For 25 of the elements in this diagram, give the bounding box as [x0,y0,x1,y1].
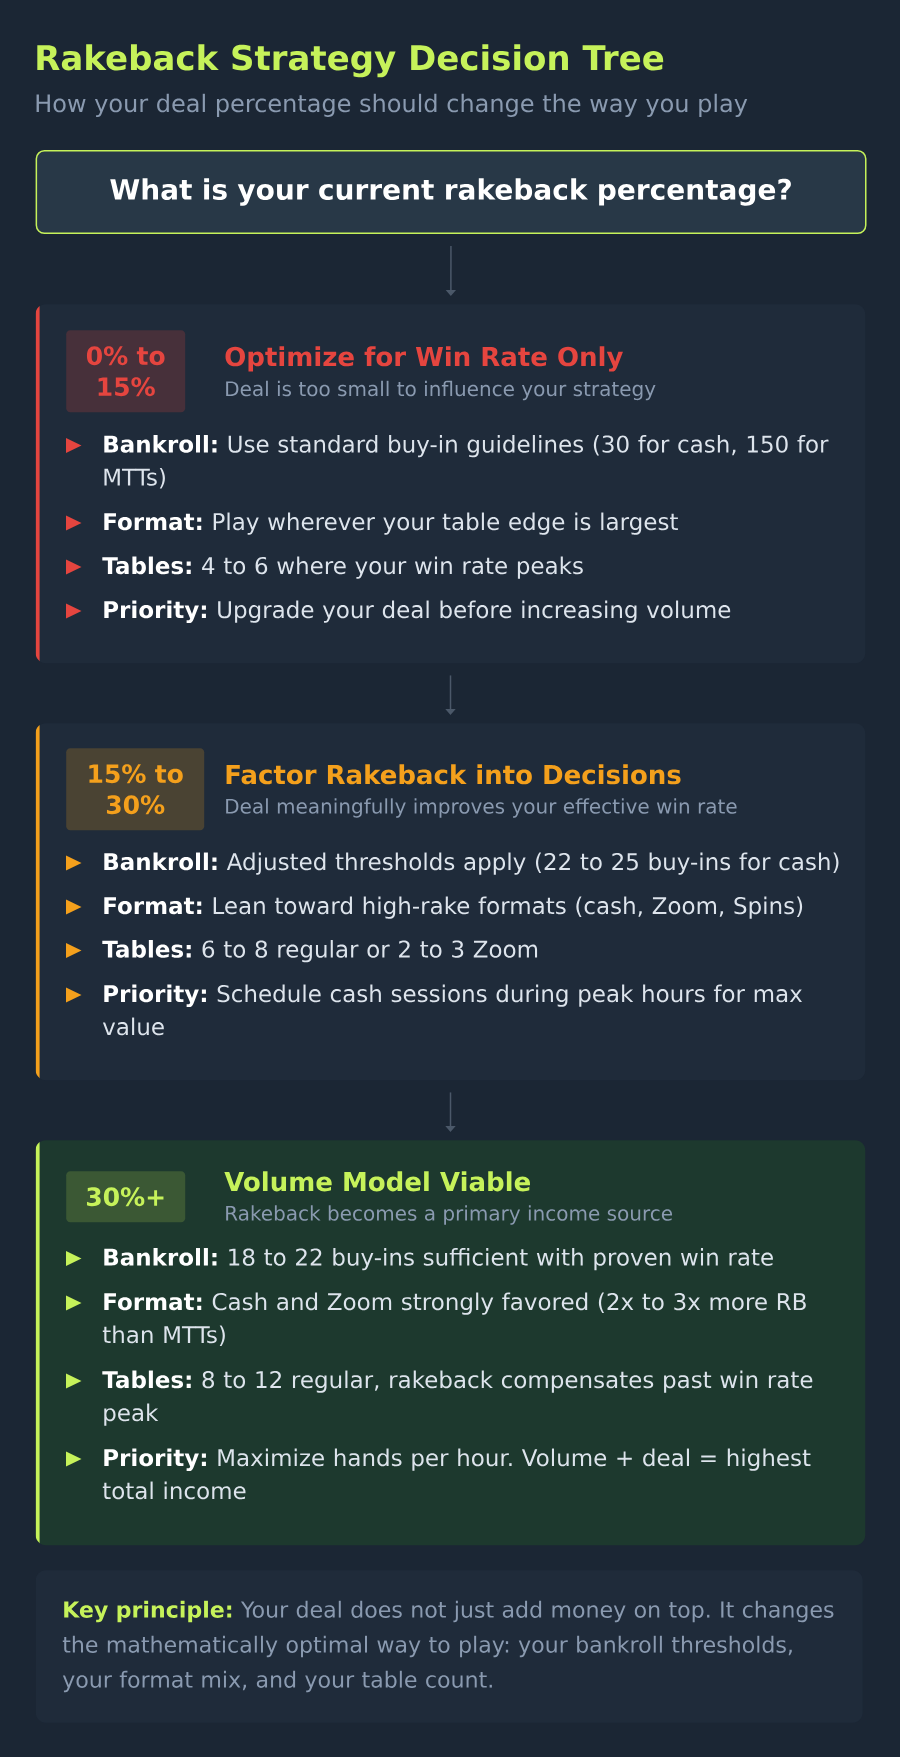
range-badge: 30%+ [66,1171,186,1223]
card-heading: Factor Rakeback into Decisions [226,764,681,785]
card-heading: Volume Model Viable [224,1171,530,1192]
bullet-text: Priority: Maximize hands per hour. Volume + deal = highest total income [102,1448,811,1500]
bullet-text: Priority: Schedule cash sessions during peak hours for max value [102,984,802,1036]
bullet-text: Tables: 8 to 12 regular, rakeback compensates past win rate peak [102,1370,813,1426]
card-subheading: Rakeback becomes a primary income source [226,1205,673,1225]
bullet-text: Bankroll: Adjusted thresholds apply (22 to 25 buy-ins for cash) [104,852,839,875]
subtitle: How your deal percentage should change the way you play [36,93,748,117]
bullet-text: Format: Cash and Zoom strongly favored (2x to 3x more RB than MTTs) [102,1292,806,1347]
note-box: Key principle: Your deal does not just add money on top. It changes the mathematically optimal way to play: your bankroll thresholds, your format mix, and your table count. [35,1570,863,1723]
card-heading: Optimize for Win Rate Only [225,346,623,372]
bullet-text: Format: Play wherever your table edge is largest [104,512,678,535]
range-badge: 0% to 15% [66,330,186,413]
bullet-text: Bankroll: 18 to 22 buy-ins sufficient with proven win rate [104,1248,773,1271]
bullet-text: Tables: 4 to 6 where your win rate peaks [102,556,583,579]
card-subheading: Deal meaningfully improves your effective win rate [226,798,737,818]
bullet-text: Tables: 6 to 8 regular or 2 to 3 Zoom [102,940,538,963]
title: Rakeback Strategy Decision Tree [37,44,664,78]
question-box: What is your current rakeback percentage? [35,150,867,234]
card-subheading: Deal is too small to influence your strategy [226,380,656,401]
bullet-text: Priority: Upgrade your deal before increasing volume [104,600,731,623]
bullet-text: Format: Lean toward high-rake formats (cash, Zoom, Spins) [104,896,803,919]
range-badge: 15% to 30% [66,748,205,831]
bullet-text: Bankroll: Use standard buy-in guidelines (30 for cash, 150 for MTTs) [104,435,829,489]
